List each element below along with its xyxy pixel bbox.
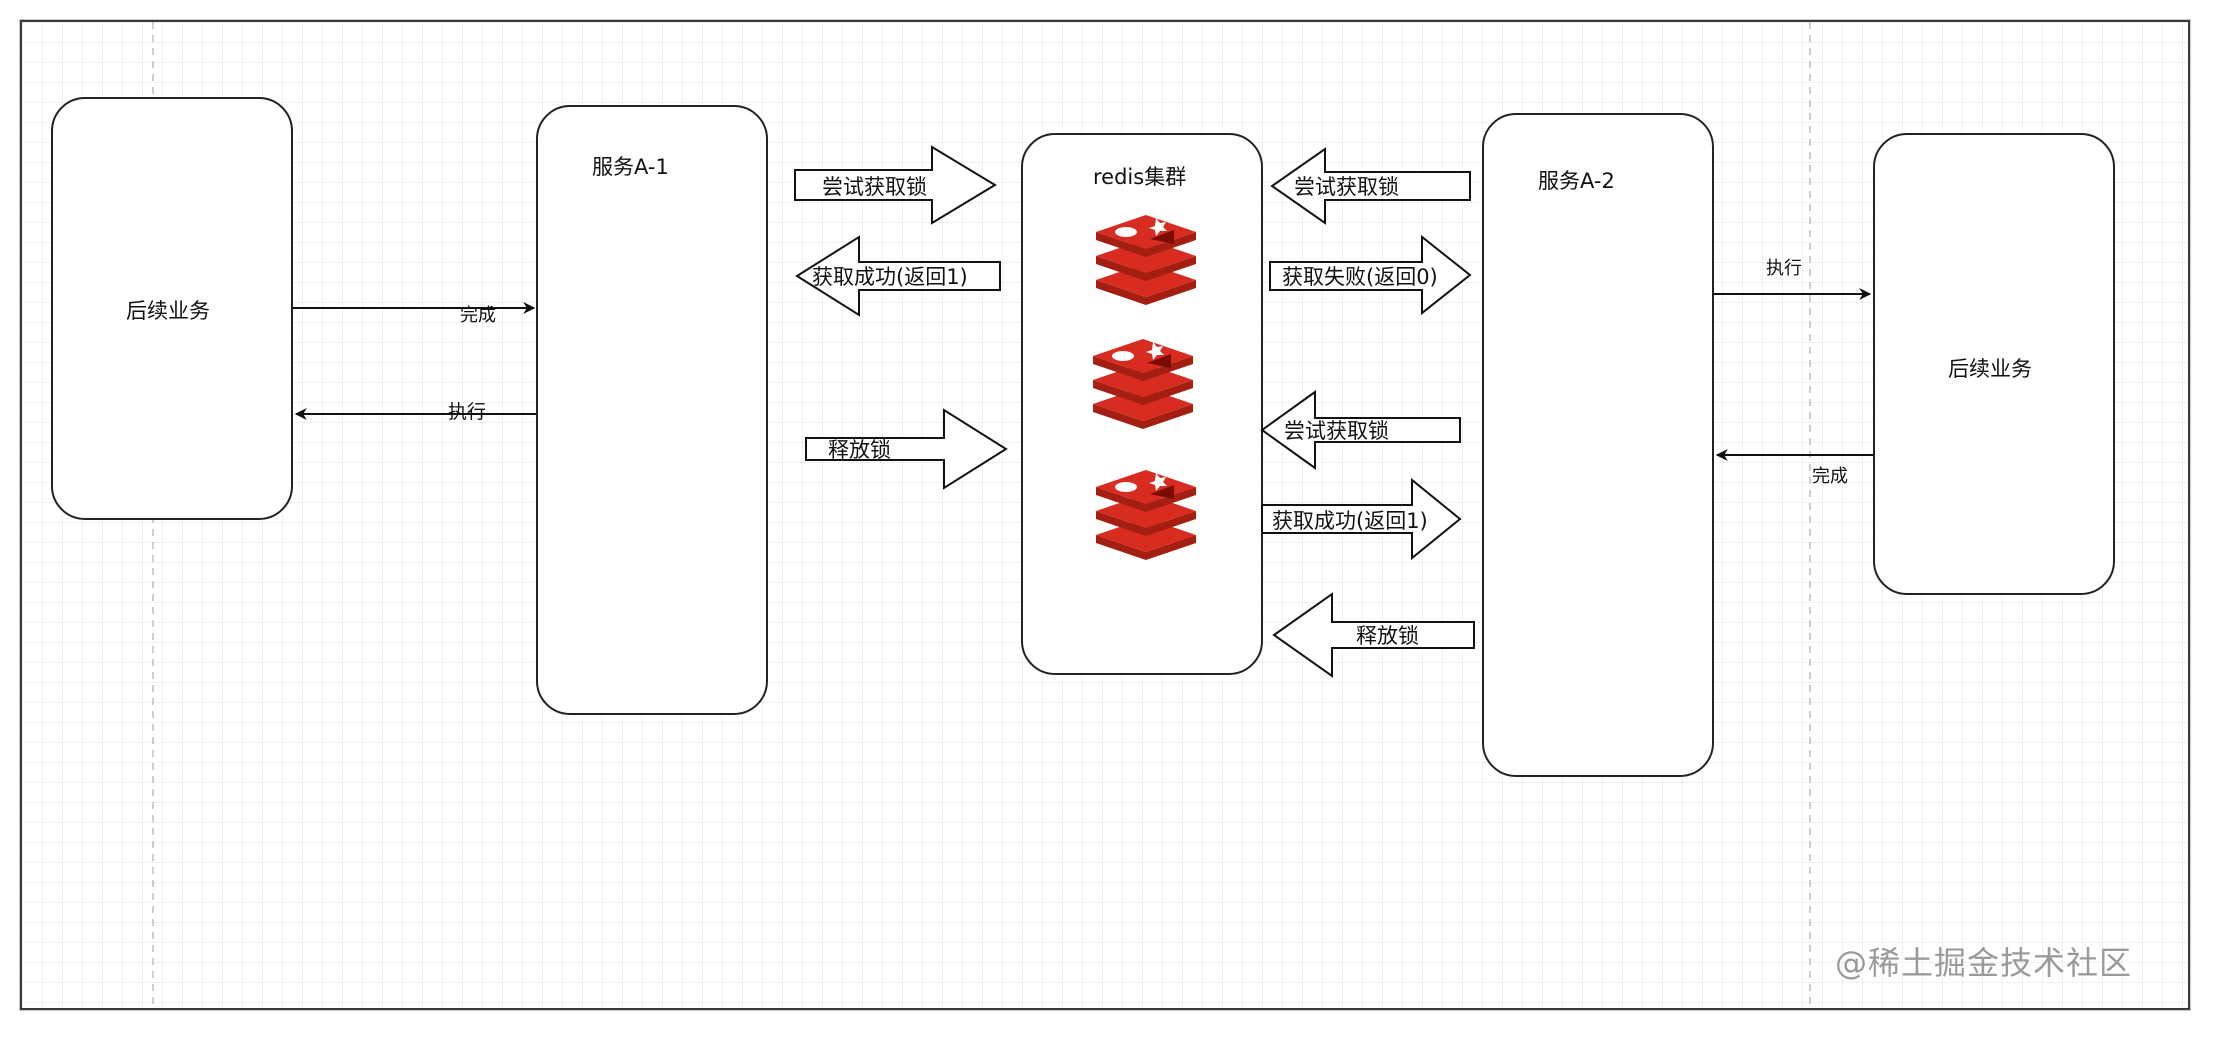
box-service-a1[interactable]: 服务A-1 — [536, 105, 768, 715]
box-redis-cluster-label: redis集群 — [1093, 165, 1187, 189]
link-left-done-label: 完成 — [460, 305, 496, 326]
arrow-a2-try-lock-1-label: 尝试获取锁 — [1294, 175, 1399, 199]
arrow-a2-try-lock-1[interactable]: 尝试获取锁 — [1270, 147, 1471, 225]
box-service-a2[interactable]: 服务A-2 — [1482, 113, 1714, 777]
box-follow-right[interactable]: 后续业务 — [1873, 133, 2115, 595]
box-follow-left[interactable]: 后续业务 — [51, 97, 293, 520]
arrow-a2-lock-success[interactable]: 获取成功(返回1) — [1261, 477, 1462, 561]
box-service-a2-label: 服务A-2 — [1538, 169, 1615, 193]
arrow-a2-release[interactable]: 释放锁 — [1272, 592, 1475, 678]
link-left-execute-label: 执行 — [448, 401, 486, 423]
arrow-a1-try-lock-label: 尝试获取锁 — [822, 175, 927, 199]
arrow-a2-try-lock-2-label: 尝试获取锁 — [1284, 419, 1389, 443]
box-follow-right-label: 后续业务 — [1948, 357, 2032, 381]
arrow-a2-release-label: 释放锁 — [1356, 624, 1419, 648]
arrow-a1-release-label: 释放锁 — [828, 438, 891, 462]
box-service-a1-label: 服务A-1 — [592, 155, 669, 179]
arrow-a2-lock-fail[interactable]: 获取失败(返回0) — [1269, 234, 1472, 316]
arrow-a2-lock-fail-label: 获取失败(返回0) — [1282, 265, 1438, 289]
redis-icon — [1096, 470, 1196, 560]
arrow-a1-lock-success[interactable]: 获取成功(返回1) — [795, 235, 1001, 317]
watermark: @稀土掘金技术社区 — [1835, 944, 2133, 982]
link-right-done-label: 完成 — [1812, 466, 1848, 487]
link-right-execute-label: 执行 — [1766, 258, 1802, 279]
arrow-a1-release[interactable]: 释放锁 — [805, 408, 1008, 490]
link-left-done[interactable]: 完成 — [293, 302, 536, 326]
link-right-execute[interactable]: 执行 — [1714, 258, 1872, 300]
link-right-done[interactable]: 完成 — [1715, 449, 1873, 487]
arrow-a2-lock-success-label: 获取成功(返回1) — [1272, 509, 1428, 533]
arrow-a1-try-lock[interactable]: 尝试获取锁 — [794, 145, 997, 225]
redis-icon — [1093, 339, 1193, 429]
box-follow-left-label: 后续业务 — [126, 299, 210, 323]
link-left-execute[interactable]: 执行 — [294, 401, 536, 423]
arrow-a1-lock-success-label: 获取成功(返回1) — [812, 265, 968, 289]
arrow-a2-try-lock-2[interactable]: 尝试获取锁 — [1260, 390, 1461, 470]
redis-icon — [1096, 215, 1196, 305]
